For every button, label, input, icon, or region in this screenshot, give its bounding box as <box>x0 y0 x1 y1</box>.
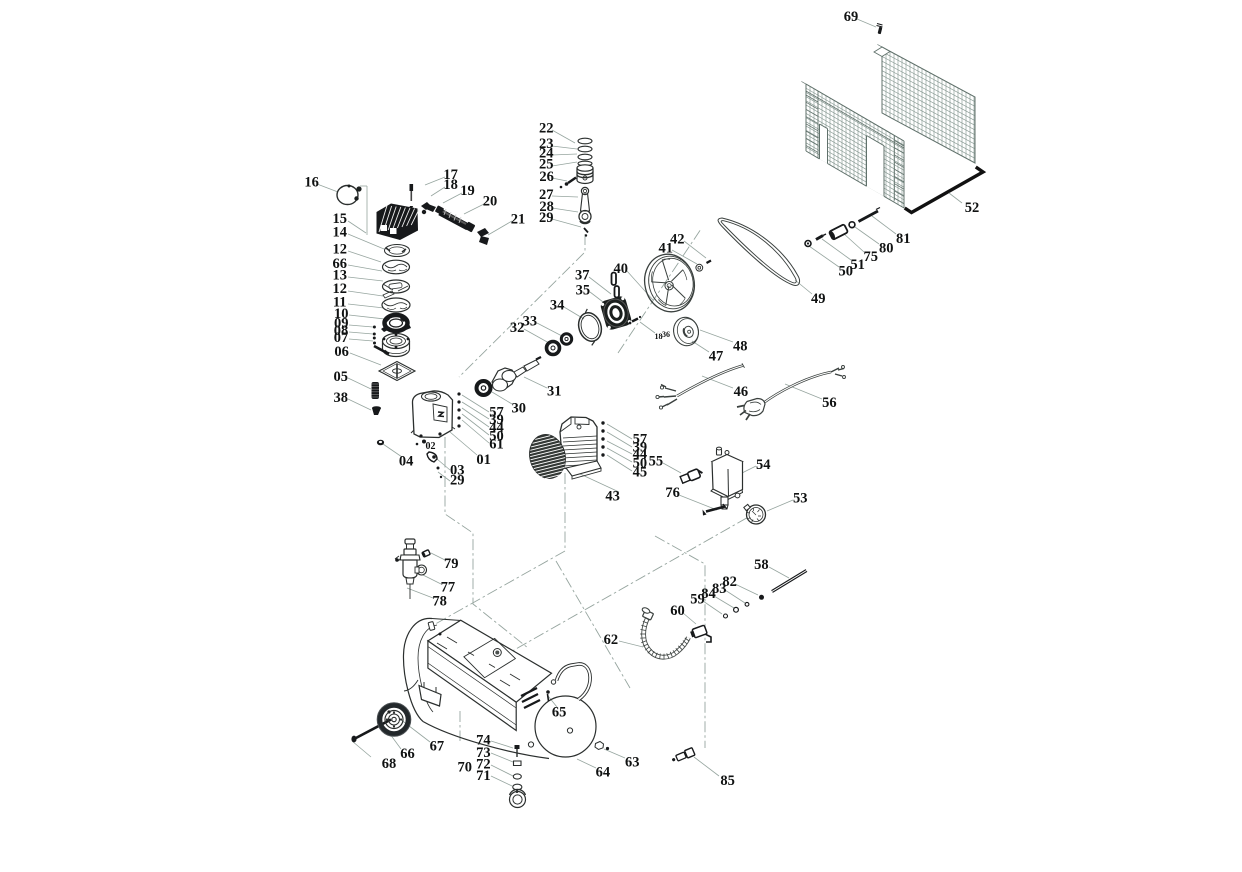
svg-text:44: 44 <box>633 446 648 462</box>
svg-text:38: 38 <box>333 390 348 406</box>
svg-text:50: 50 <box>633 456 648 472</box>
svg-text:59: 59 <box>690 591 705 607</box>
svg-text:45: 45 <box>633 465 648 481</box>
svg-text:57: 57 <box>489 405 504 421</box>
svg-text:07: 07 <box>334 330 349 346</box>
svg-text:23: 23 <box>539 136 554 152</box>
svg-text:16: 16 <box>304 174 319 190</box>
svg-text:84: 84 <box>701 586 716 602</box>
svg-text:39: 39 <box>633 440 648 456</box>
svg-text:10: 10 <box>334 306 349 322</box>
svg-text:82: 82 <box>722 574 737 590</box>
svg-text:31: 31 <box>547 384 562 400</box>
svg-text:09: 09 <box>334 316 349 332</box>
svg-text:78: 78 <box>432 594 447 610</box>
svg-text:36: 36 <box>662 330 670 339</box>
svg-text:53: 53 <box>793 491 808 507</box>
svg-text:70: 70 <box>457 760 472 776</box>
svg-text:28: 28 <box>539 199 554 215</box>
svg-text:68: 68 <box>382 756 397 772</box>
svg-text:22: 22 <box>539 120 554 136</box>
svg-text:76: 76 <box>665 485 680 501</box>
svg-text:51: 51 <box>850 257 865 273</box>
svg-text:63: 63 <box>625 755 640 771</box>
svg-text:80: 80 <box>879 241 894 257</box>
svg-text:54: 54 <box>756 457 771 473</box>
svg-text:72: 72 <box>476 757 491 773</box>
svg-text:26: 26 <box>539 169 554 185</box>
svg-text:21: 21 <box>511 212 526 228</box>
svg-text:62: 62 <box>604 632 619 648</box>
svg-text:48: 48 <box>733 339 748 355</box>
svg-text:34: 34 <box>550 298 565 314</box>
svg-text:03: 03 <box>450 462 465 478</box>
svg-text:27: 27 <box>539 187 554 203</box>
svg-text:13: 13 <box>332 268 347 284</box>
svg-text:55: 55 <box>649 453 664 469</box>
svg-text:75: 75 <box>864 249 879 265</box>
svg-text:49: 49 <box>811 291 826 307</box>
svg-text:39: 39 <box>489 412 504 428</box>
svg-text:85: 85 <box>720 773 735 789</box>
svg-text:65: 65 <box>552 705 567 721</box>
svg-text:79: 79 <box>444 556 459 572</box>
svg-text:18: 18 <box>655 332 663 341</box>
svg-text:11: 11 <box>333 295 347 311</box>
svg-text:30: 30 <box>512 400 527 416</box>
svg-text:50: 50 <box>838 263 853 279</box>
svg-text:58: 58 <box>754 557 769 573</box>
svg-text:18: 18 <box>443 177 458 193</box>
svg-text:66: 66 <box>400 746 415 762</box>
svg-text:56: 56 <box>822 395 837 411</box>
svg-text:73: 73 <box>476 745 491 761</box>
svg-text:12: 12 <box>332 281 347 297</box>
svg-text:14: 14 <box>332 224 347 240</box>
svg-text:44: 44 <box>489 420 504 436</box>
svg-text:50: 50 <box>489 429 504 445</box>
svg-text:60: 60 <box>670 603 685 619</box>
svg-text:19: 19 <box>460 183 475 199</box>
svg-text:37: 37 <box>575 268 590 284</box>
svg-text:35: 35 <box>576 282 591 298</box>
svg-text:29: 29 <box>539 210 554 226</box>
svg-text:81: 81 <box>896 231 911 247</box>
svg-text:32: 32 <box>510 320 525 336</box>
svg-text:46: 46 <box>734 384 749 400</box>
svg-text:02: 02 <box>426 441 436 452</box>
svg-text:06: 06 <box>334 344 349 360</box>
svg-text:43: 43 <box>605 489 620 505</box>
svg-text:61: 61 <box>489 437 504 453</box>
svg-text:25: 25 <box>539 157 554 173</box>
svg-text:71: 71 <box>476 768 491 784</box>
svg-text:29: 29 <box>450 473 465 489</box>
svg-text:04: 04 <box>399 453 414 469</box>
svg-text:17: 17 <box>443 167 458 183</box>
svg-text:08: 08 <box>334 323 349 339</box>
svg-text:52: 52 <box>965 200 980 216</box>
svg-text:20: 20 <box>483 194 498 210</box>
svg-text:64: 64 <box>596 764 611 780</box>
svg-text:83: 83 <box>712 581 727 597</box>
svg-text:47: 47 <box>709 348 724 364</box>
svg-text:12: 12 <box>332 241 347 257</box>
svg-text:74: 74 <box>476 733 491 749</box>
svg-text:67: 67 <box>430 738 445 754</box>
svg-text:24: 24 <box>539 146 554 162</box>
svg-text:41: 41 <box>659 240 674 256</box>
svg-text:66: 66 <box>332 256 347 272</box>
svg-text:42: 42 <box>670 232 685 248</box>
svg-text:05: 05 <box>333 369 348 385</box>
svg-text:15: 15 <box>332 211 347 227</box>
svg-text:77: 77 <box>441 580 456 596</box>
svg-text:33: 33 <box>523 313 538 329</box>
svg-text:01: 01 <box>476 452 491 468</box>
svg-text:69: 69 <box>844 9 859 25</box>
svg-text:57: 57 <box>633 432 648 448</box>
svg-text:40: 40 <box>613 261 628 277</box>
